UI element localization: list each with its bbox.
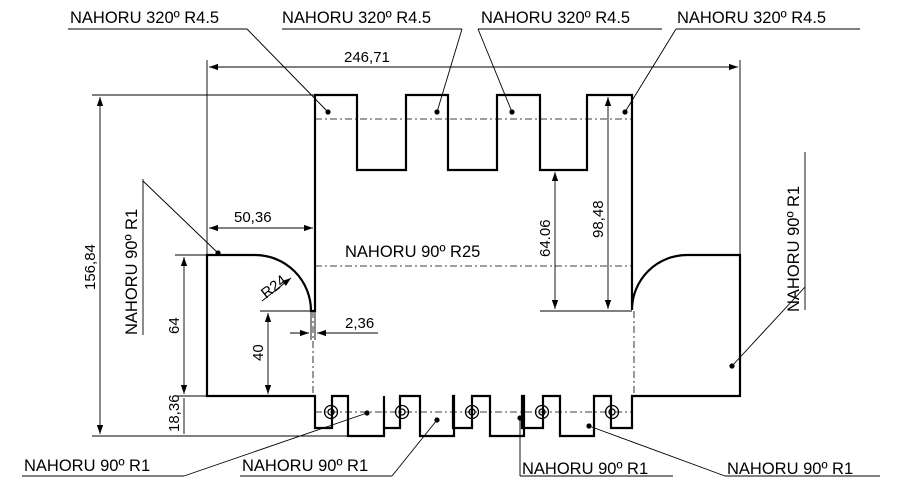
hole-2 <box>394 404 410 420</box>
dim-inner-height: 98,48 <box>590 200 607 238</box>
note-top-3: NAHORU 320º R4.5 <box>481 9 630 27</box>
extension-lines <box>92 60 741 437</box>
dim-offset: 2,36 <box>345 315 374 332</box>
note-left-flange: NAHORU 90º R1 <box>123 209 141 335</box>
note-top-2: NAHORU 320º R4.5 <box>282 9 431 27</box>
note-bottom-4: NAHORU 90º R1 <box>727 460 853 478</box>
note-top-1: NAHORU 320º R4.5 <box>70 9 219 27</box>
note-bottom-2: NAHORU 90º R1 <box>242 457 368 475</box>
note-right-flange: NAHORU 90º R1 <box>785 186 803 312</box>
hole-5 <box>604 404 620 420</box>
hole-4 <box>534 404 550 420</box>
note-center: NAHORU 90º R25 <box>345 243 480 261</box>
hole-3 <box>464 404 480 420</box>
dim-radius: R24 <box>258 272 290 302</box>
dim-radius-leader <box>261 277 292 302</box>
dim-tab-height: 40 <box>250 344 267 361</box>
dim-slot-depth: 64.06 <box>537 219 554 257</box>
leader-dots <box>215 109 735 429</box>
dim-flange-height: 64 <box>166 317 183 334</box>
dim-left-width: 50,36 <box>234 209 272 226</box>
note-bottom-3: NAHORU 90º R1 <box>522 460 648 478</box>
hole-1 <box>323 404 339 420</box>
note-leaders <box>22 28 880 477</box>
note-top-4: NAHORU 320º R4.5 <box>677 9 826 27</box>
dim-bottom-margin: 18,36 <box>166 394 183 432</box>
note-bottom-1: NAHORU 90º R1 <box>24 457 150 475</box>
part-outline <box>205 93 742 438</box>
dim-overall-height: 156,84 <box>82 244 99 290</box>
dim-overall-width: 246,71 <box>344 49 390 66</box>
